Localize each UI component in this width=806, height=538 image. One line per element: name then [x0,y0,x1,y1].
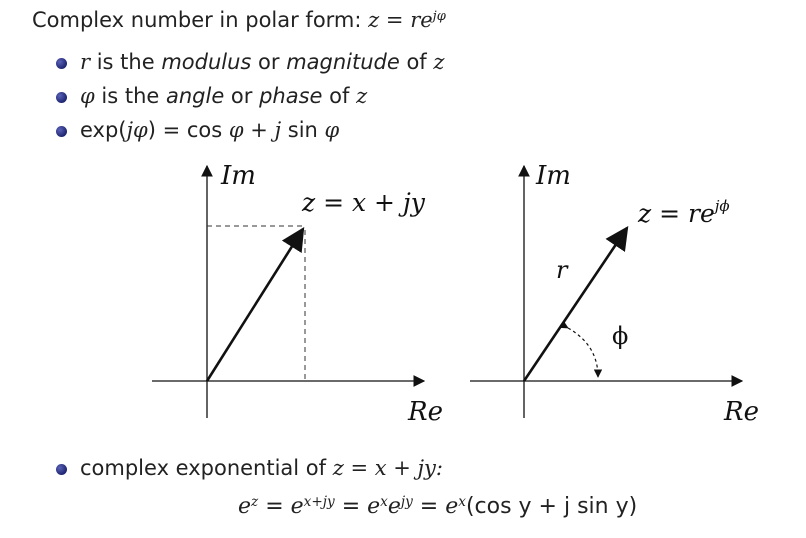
bottom-bullet-math: z = x + jy: [332,456,443,480]
formula-e5-exp: x [458,493,466,510]
title-text: Complex number in polar form: [32,8,362,32]
left-im-label: Im [220,161,256,191]
bullet-1-part-3: or [251,50,287,74]
right-im-label: Im [535,161,571,191]
bullet-1-part-5: of [399,50,434,74]
bullet-1-part-6: z [433,50,445,74]
bullet-dot [56,464,67,475]
bullet-2-part-3: or [224,84,260,108]
bullet-text: φ is the angle or phase of z [80,84,367,108]
bullet-2-part-0: φ [80,84,95,108]
formula-e2: e [290,494,304,519]
bullet-3-part-1: jφ [126,118,148,142]
bullet-1-part-2: modulus [161,50,252,74]
right-re-label: Re [723,397,759,427]
formula-e3-exp: x [380,493,388,510]
bullet-dot [56,92,67,103]
formula-eq3: = [412,494,446,519]
title-line: Complex number in polar form: z = rejφ [32,8,446,32]
right-vector-z [522,226,629,382]
formula-eq1: = [258,494,291,519]
bullet-3-part-2: ) = cos [147,118,229,142]
bullet-text: complex exponential of z = x + jy: [80,456,443,480]
formula-e2-exp: x+jy [303,493,335,510]
bullet-3-part-7: φ [324,118,340,142]
bullet-2-part-6: z [356,84,368,108]
bullet-dot [56,58,67,69]
formula-e4: e [387,494,401,519]
title-formula-exp: jφ [432,8,446,24]
title-formula-lhs: z [368,8,380,32]
formula-e1: e [238,494,252,519]
title-formula: z = rejφ [368,8,446,32]
bullet-1-part-4: magnitude [286,50,400,74]
title-formula-eq: = [379,8,411,32]
title-formula-base: re [410,8,433,32]
modulus-label: r [556,256,569,284]
formula-e3: e [367,494,381,519]
bottom-bullet-text: complex exponential of [80,456,327,480]
right-vector-label-base: z = re [637,199,715,228]
bullet-3-part-6: sin [281,118,325,142]
bullet-1-part-1: is the [90,50,162,74]
bullet-2-part-2: angle [165,84,225,108]
formula-eq2: = [334,494,368,519]
formula-tail: (cos y + j sin y) [465,494,638,519]
bullet-text: r is the modulus or magnitude of z [80,50,444,74]
formula-e5: e [445,494,459,519]
bullet-3-part-4: + [243,118,275,142]
cartesian-diagram: Im Re z = x + jy [152,161,443,427]
exponential-formula: ez = ex+jy = exejy = ex(cos y + j sin y) [238,493,638,520]
bullet-2-part-1: is the [94,84,166,108]
angle-label: ϕ [612,322,628,350]
bullet-3-part-3: φ [228,118,244,142]
formula-e1-exp: z [251,493,259,510]
left-re-label: Re [407,397,443,427]
left-vector-label: z = x + jy [301,188,426,217]
bullet-1-part-0: r [80,50,91,74]
bullet-text: exp(jφ) = cos φ + j sin φ [80,118,339,142]
formula-e4-exp: jy [400,493,413,510]
bullet-2-part-4: phase [259,84,323,108]
bullet-2-part-5: of [322,84,357,108]
angle-arc [559,320,603,378]
right-vector-label: z = rejϕ [637,197,730,228]
left-vector-z [205,227,305,382]
right-vector-label-exp: jϕ [712,197,730,215]
bullet-3-part-0: exp( [80,118,127,142]
bullet-3-part-5: j [274,118,282,142]
bullet-dot [56,126,67,137]
polar-diagram: Im Re r ϕ z = rejϕ [470,161,759,427]
